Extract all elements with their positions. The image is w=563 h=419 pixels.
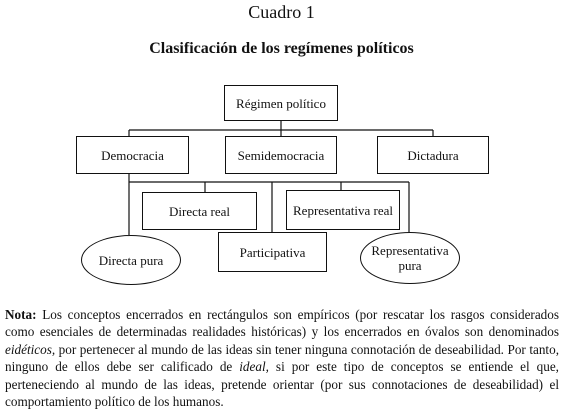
node-representativa-real: Representativa real [286, 190, 400, 230]
footnote-term-ideal: ideal, [239, 359, 269, 375]
connector-lines [128, 121, 434, 235]
diagram-title: Clasificación de los regímenes políticos [149, 40, 414, 57]
footnote-term-eideticos: eidéticos, [5, 341, 56, 357]
node-representativa-pura: Representativa pura [360, 232, 460, 284]
node-directa-pura: Directa pura [81, 235, 181, 285]
node-participativa: Participativa [218, 232, 327, 272]
node-dictadura: Dictadura [377, 136, 489, 174]
node-democracia: Democracia [76, 136, 189, 174]
node-representativa-pura-line1: Representativa [371, 243, 449, 258]
footnote-label: Nota: [5, 307, 37, 322]
footnote-text-2: por pertenecer al mundo de las ideas sin… [5, 341, 559, 375]
footnote-text-1: Los conceptos encerrados en rectángulos … [5, 307, 559, 340]
node-semidemocracia: Semidemocracia [225, 136, 337, 174]
node-directa-real: Directa real [142, 192, 257, 230]
node-regimen-politico: Régimen político [224, 85, 338, 121]
footnote: Nota: Los conceptos encerrados en rectán… [5, 306, 559, 410]
figure-caption: Cuadro 1 [248, 2, 315, 22]
footnote-text-3: si por este tipo de conceptos se entiend… [5, 359, 559, 410]
node-representativa-pura-line2: pura [398, 258, 422, 273]
